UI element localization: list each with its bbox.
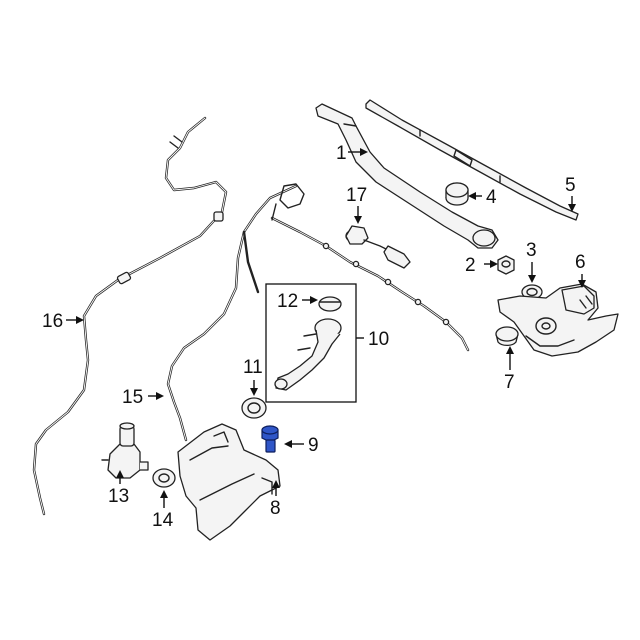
part-8-washer-reservoir[interactable] xyxy=(177,423,281,541)
part-4-nut-cover-cap[interactable] xyxy=(445,182,469,206)
callout-9: 9 xyxy=(308,435,319,456)
filler-neck-group xyxy=(265,283,357,403)
part-10-filler-neck[interactable] xyxy=(274,318,342,391)
callout-4: 4 xyxy=(486,187,497,208)
part-6-wiper-motor[interactable] xyxy=(497,283,619,357)
part-17-washer-nozzle[interactable] xyxy=(345,225,411,269)
callout-10: 10 xyxy=(368,329,389,350)
part-12-filler-cap[interactable] xyxy=(318,296,342,312)
callout-11: 11 xyxy=(243,357,263,378)
callout-16: 16 xyxy=(42,311,63,332)
part-10-frame xyxy=(265,283,357,403)
callout-5: 5 xyxy=(565,175,576,196)
callout-8: 8 xyxy=(270,498,281,519)
callout-numbers: 1 2 3 4 5 6 7 8 9 10 11 12 13 14 15 16 1… xyxy=(42,143,586,531)
part-15-washer-hose[interactable] xyxy=(166,184,298,442)
washer-hose-clips xyxy=(270,183,470,352)
callout-17: 17 xyxy=(346,185,367,206)
part-2-nut[interactable] xyxy=(497,255,515,275)
callout-2: 2 xyxy=(465,255,476,276)
callout-6: 6 xyxy=(575,252,586,273)
callout-3: 3 xyxy=(526,240,537,261)
callout-14: 14 xyxy=(152,510,174,531)
callout-13: 13 xyxy=(108,486,129,507)
part-5-wiper-blade[interactable] xyxy=(365,99,579,221)
part-9-bolt[interactable] xyxy=(261,425,279,453)
part-7-grommet[interactable] xyxy=(495,326,519,346)
callout-1: 1 xyxy=(336,143,347,164)
part-3-washer[interactable] xyxy=(521,284,543,300)
part-13-washer-pump[interactable] xyxy=(101,422,149,479)
part-16-washer-hose[interactable] xyxy=(32,116,228,516)
leader-lines xyxy=(66,148,586,508)
callout-7: 7 xyxy=(504,372,515,393)
part-1-wiper-arm[interactable] xyxy=(315,103,499,249)
part-11-grommet[interactable] xyxy=(241,397,267,419)
callout-15: 15 xyxy=(122,387,143,408)
part-14-pump-grommet[interactable] xyxy=(152,468,176,488)
callout-12: 12 xyxy=(277,291,298,312)
